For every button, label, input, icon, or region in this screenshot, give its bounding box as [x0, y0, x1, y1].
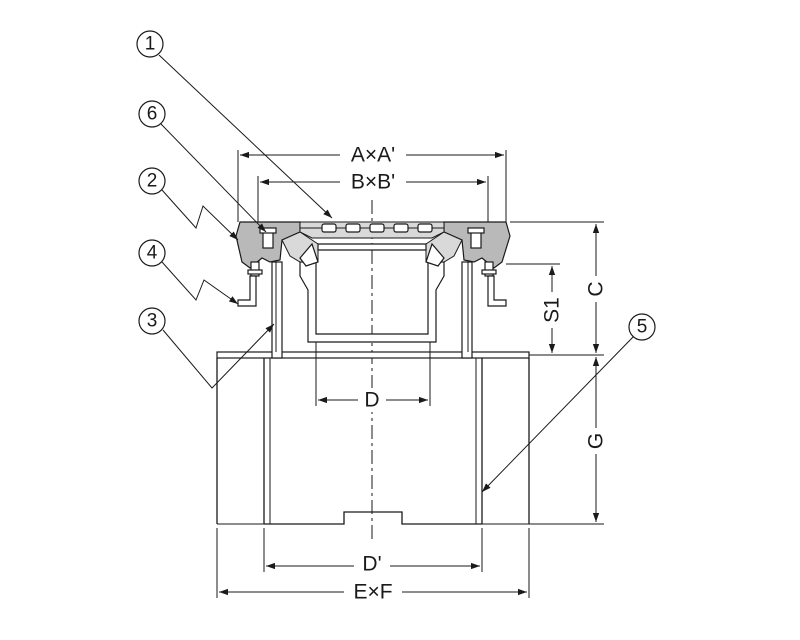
dim-label-d-prime: D'	[362, 553, 381, 576]
callout-1-label: 1	[145, 34, 156, 55]
callout-2: 2	[138, 167, 166, 195]
callout-2-label: 2	[147, 171, 158, 192]
callout-5-label: 5	[637, 317, 648, 338]
callout-1: 1	[136, 30, 164, 58]
dim-label-a: A×A'	[351, 144, 395, 167]
riser-body	[271, 261, 473, 359]
dim-label-g: G	[585, 433, 608, 449]
dim-label-c: C	[585, 281, 608, 296]
anchor-left	[237, 275, 257, 307]
dim-label-s1: S1	[541, 297, 564, 323]
dim-e: E×F	[216, 528, 530, 606]
lower-body	[216, 351, 530, 525]
dim-label-d: D	[364, 389, 379, 412]
callout-3-label: 3	[147, 311, 158, 332]
anchor-right	[487, 275, 507, 307]
dim-d: D	[315, 342, 431, 412]
callout-3: 3	[138, 307, 166, 335]
callout-4-label: 4	[147, 243, 158, 264]
dim-verticals: C S1 G	[506, 221, 608, 525]
dim-d-prime: D'	[263, 528, 483, 579]
leader-lines	[158, 54, 635, 493]
callout-5: 5	[628, 313, 656, 341]
callout-6-label: 6	[147, 104, 158, 125]
dim-a: A×A'	[237, 142, 507, 222]
dim-label-e: E×F	[353, 581, 392, 604]
callout-6: 6	[138, 100, 166, 128]
dim-label-b: B×B'	[351, 171, 395, 194]
frame-right	[425, 221, 511, 277]
dim-b: B×B'	[257, 169, 489, 222]
callout-4: 4	[138, 239, 166, 267]
grate	[299, 221, 445, 251]
